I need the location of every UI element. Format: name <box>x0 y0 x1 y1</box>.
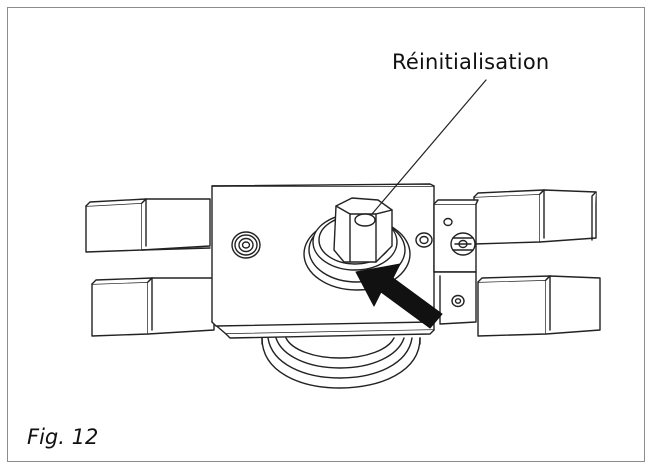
right-screws <box>415 217 476 256</box>
callout-label-reset: Réinitialisation <box>392 50 550 74</box>
side-plate-screw <box>451 294 465 308</box>
side-plate <box>433 199 479 325</box>
lower-wheel <box>261 337 421 389</box>
reset-knob <box>303 197 411 291</box>
callout-leader-line <box>371 79 487 215</box>
right-upper-bracket <box>473 189 597 245</box>
left-lower-bracket <box>91 277 215 337</box>
left-screw <box>231 231 261 259</box>
right-lower-bracket <box>477 275 601 337</box>
left-upper-bracket <box>85 198 211 253</box>
pointer-arrow <box>355 263 443 329</box>
figure-caption: Fig. 12 <box>27 425 99 449</box>
